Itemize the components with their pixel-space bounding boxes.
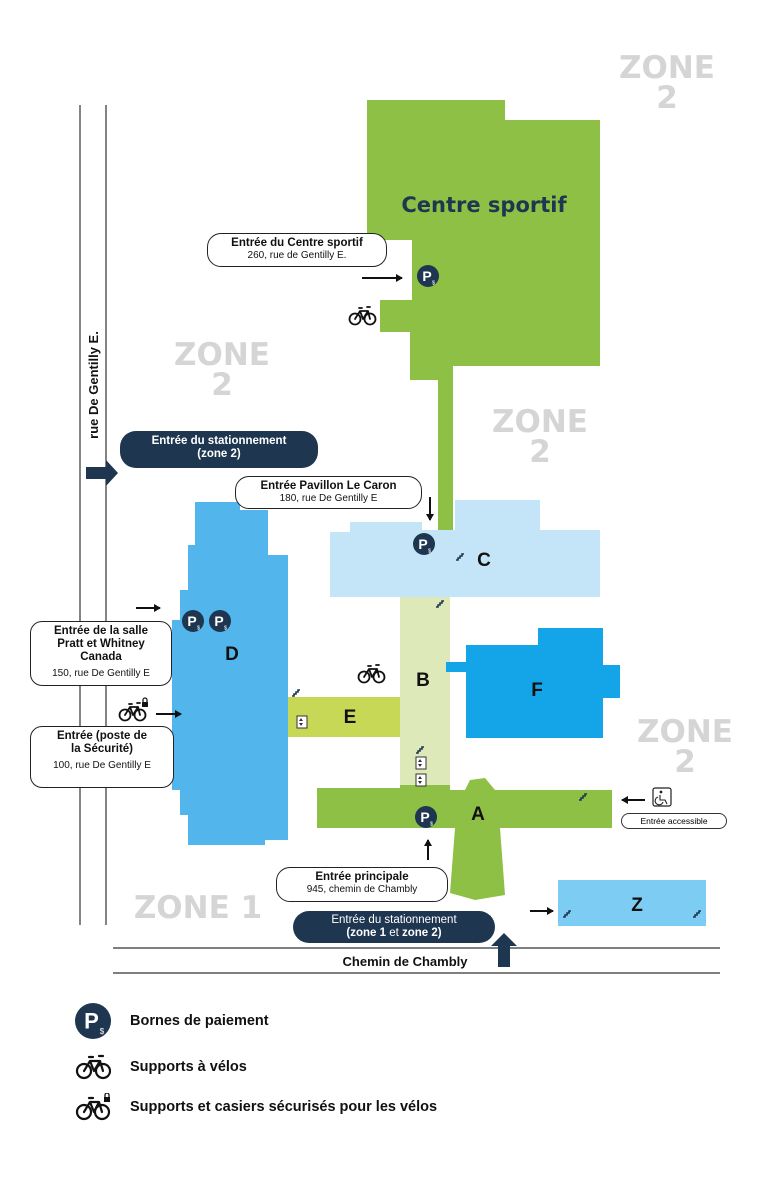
parking-line2: (zone 1 et zone 2)	[299, 927, 489, 940]
building-z[interactable]	[558, 880, 706, 926]
building-z-label: Z	[631, 895, 643, 916]
zone-label-right: ZONE	[637, 714, 733, 750]
building-f-label: F	[531, 680, 543, 701]
pay-station-icon: P $	[75, 1003, 111, 1039]
building-c[interactable]	[330, 500, 600, 597]
bike-rack-icon	[348, 306, 377, 326]
street-gentilly: rue De Gentilly E.	[79, 105, 107, 925]
building-e-label: E	[344, 707, 357, 728]
building-b-label: B	[416, 670, 430, 691]
callout-address: 100, rue De Gentilly E	[53, 760, 151, 772]
callout-address: 150, rue De Gentilly E	[52, 667, 150, 679]
bike-rack-icon	[75, 1054, 111, 1080]
svg-text:P: P	[84, 1009, 99, 1034]
legend-item-pay: P $ Bornes de paiement	[75, 1003, 269, 1039]
secure-bike-icon	[75, 1093, 111, 1121]
pay-station-icon[interactable]	[417, 265, 439, 287]
parking-entrance-zone2[interactable]: Entrée du stationnement (zone 2)	[120, 431, 318, 468]
legend-bike-label: Supports à vélos	[130, 1059, 247, 1075]
callout-title: Entrée (poste de la Sécurité)	[56, 730, 148, 756]
callout-address: 945, chemin de Chambly	[306, 884, 418, 896]
building-a-label: A	[471, 804, 485, 825]
building-f[interactable]	[446, 628, 620, 738]
parking-line2-c: zone 2)	[401, 927, 442, 940]
parking-line2-b: et	[386, 927, 402, 940]
zone-label-center: ZONE	[492, 404, 588, 440]
zone-number-left: 2	[211, 367, 233, 403]
elevator-icon	[415, 773, 427, 787]
pay-station-icon[interactable]	[209, 610, 231, 632]
callout-title: Entrée de la salle Pratt et Whitney Cana…	[54, 625, 148, 664]
building-sport-centre[interactable]	[367, 100, 600, 530]
parking-line1: Entrée du stationnement	[151, 435, 287, 447]
lock-icon	[141, 697, 149, 708]
zone-label-1: ZONE 1	[134, 890, 262, 926]
legend-pay-label: Bornes de paiement	[130, 1013, 269, 1029]
building-d[interactable]	[172, 502, 288, 845]
callout-address: 180, rue De Gentilly E	[279, 493, 378, 505]
building-b[interactable]	[400, 597, 450, 787]
bike-rack-icon	[357, 664, 386, 684]
zone-number-right: 2	[674, 744, 696, 780]
pay-station-icon[interactable]	[415, 806, 437, 828]
callout-pratt-entrance: Entrée de la salle Pratt et Whitney Cana…	[30, 621, 172, 686]
legend-bike-secure-label: Supports et casiers sécurisés pour les v…	[130, 1099, 438, 1115]
sport-centre-label: Centre sportif	[401, 193, 567, 217]
zone-label-left: ZONE	[174, 337, 270, 373]
building-d-label: D	[225, 644, 239, 665]
parking-line2-a: (zone 1	[346, 927, 386, 940]
parking-line2: (zone 2)	[197, 448, 241, 461]
parking-line1: Entrée du stationnement	[331, 914, 457, 926]
legend-item-bike: Supports à vélos	[75, 1054, 247, 1080]
callout-main-entrance: Entrée principale 945, chemin de Chambly	[276, 867, 448, 902]
street-gentilly-label: rue De Gentilly E.	[86, 331, 101, 439]
elevator-icon	[415, 756, 427, 770]
street-chambly-label: Chemin de Chambly	[343, 954, 469, 969]
svg-text:$: $	[100, 1027, 105, 1036]
parking-arrow-chambly	[491, 933, 517, 967]
pay-station-icon[interactable]	[413, 533, 435, 555]
callout-le-caron-entrance: Entrée Pavillon Le Caron 180, rue De Gen…	[235, 476, 422, 509]
callout-security-entrance: Entrée (poste de la Sécurité) 100, rue D…	[30, 726, 174, 788]
callout-title: Entrée Pavillon Le Caron	[260, 480, 397, 492]
callout-title: Entrée principale	[315, 871, 409, 883]
zone-number-center: 2	[529, 434, 551, 470]
legend-item-bike-secure: Supports et casiers sécurisés pour les v…	[75, 1093, 437, 1121]
zone-label-top-right: ZONE	[619, 50, 715, 86]
callout-accessible-entrance: Entrée accessible	[621, 813, 727, 829]
stairs-icon	[291, 689, 301, 697]
parking-arrow-zone2	[86, 460, 118, 486]
callout-address: 260, rue de Gentilly E.	[247, 250, 347, 262]
pay-station-icon[interactable]	[182, 610, 204, 632]
street-chambly: Chemin de Chambly	[113, 947, 720, 974]
bike-rack-icon	[118, 702, 147, 722]
parking-entrance-zone12[interactable]: Entrée du stationnement (zone 1 et zone …	[293, 911, 495, 943]
wheelchair-icon	[652, 787, 672, 807]
zone-number-top-right: 2	[656, 80, 678, 116]
building-a[interactable]	[317, 778, 612, 900]
elevator-icon	[296, 715, 308, 729]
building-c-label: C	[477, 550, 491, 571]
callout-sport-centre-entrance: Entrée du Centre sportif 260, rue de Gen…	[207, 233, 387, 267]
callout-title: Entrée du Centre sportif	[231, 237, 363, 249]
